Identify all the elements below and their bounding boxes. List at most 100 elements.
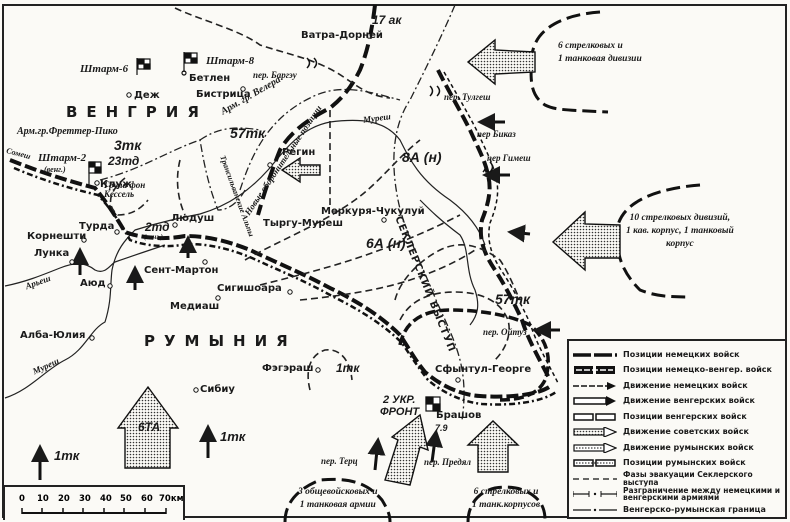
city-label: Сент-Мартон bbox=[144, 265, 219, 276]
pass-label: пер. Терц bbox=[321, 456, 358, 466]
country-label-romania: РУМЫНИЯ bbox=[144, 332, 297, 350]
date-label: 7.9 bbox=[435, 423, 448, 433]
salient-loop bbox=[398, 308, 550, 402]
scale-bar: 0 10 20 30 40 50 60 70км bbox=[3, 485, 185, 520]
hq-label: Штарм-2 bbox=[38, 152, 87, 164]
unit-label: 8А (н) bbox=[402, 149, 442, 165]
arrow-6ta bbox=[116, 385, 180, 469]
legend-item: Позиции венгерских войск bbox=[569, 409, 785, 425]
force-note: 3 общевойсковых и 1 танковая армии bbox=[298, 487, 378, 510]
arrow-east-center bbox=[551, 210, 621, 272]
legend-item: Движение румынских войск bbox=[569, 440, 785, 456]
hq-flag-front bbox=[425, 396, 441, 412]
pass-markers bbox=[306, 57, 494, 173]
unit-label: 23тд bbox=[108, 154, 140, 168]
army-group-label: Арм.гр.Фреттер-Пико bbox=[17, 126, 118, 137]
legend-item: Позиции немецких войск bbox=[569, 347, 785, 363]
hq-flag-6 bbox=[136, 58, 151, 75]
legend-item: Движение венгерских войск bbox=[569, 394, 785, 410]
arrow-regin bbox=[280, 156, 321, 184]
city-label: Корнешти bbox=[27, 231, 87, 242]
legend-item: Разграничение между немецкими и венгерск… bbox=[569, 487, 785, 503]
unit-label: 1тк bbox=[336, 361, 360, 375]
hq-flags bbox=[88, 52, 441, 412]
city-label: Клуж bbox=[100, 179, 132, 190]
unit-label: 57тк bbox=[230, 125, 266, 141]
romanian-movement-symbol bbox=[573, 442, 617, 453]
legend-item: Венгерско-румынская граница bbox=[569, 502, 785, 518]
force-note: 6 стрелковых и 1 танковая дивизии bbox=[558, 41, 642, 64]
soviet-force-brackets bbox=[283, 10, 701, 522]
unit-label: 1тк bbox=[220, 429, 246, 444]
city-label: Меркуря-Чукулуй bbox=[321, 206, 425, 217]
city-label: Сибиу bbox=[200, 384, 235, 395]
map-frame bbox=[2, 4, 787, 518]
city-label: Бистрица bbox=[196, 89, 251, 100]
city-label: Тыргу-Муреш bbox=[263, 218, 343, 229]
scale-tick: 0 bbox=[19, 494, 25, 504]
legend-item: Позиции немецко-венгер. войск bbox=[569, 363, 785, 379]
hq-label: Штарм-8 bbox=[206, 55, 255, 67]
city-label: Медиаш bbox=[170, 301, 220, 312]
city-label: Сигишоара bbox=[217, 283, 282, 294]
map-legend: Позиции немецких войск Позиции немецко-в… bbox=[567, 339, 787, 519]
force-note: 6 стрелковых и 1 танк.корпусов bbox=[472, 487, 541, 510]
country-label-hungary: ВЕНГРИЯ bbox=[66, 103, 208, 121]
soviet-movement-symbol bbox=[573, 427, 617, 438]
hungarian-movement-symbol bbox=[573, 396, 616, 407]
city-label: Брашов bbox=[436, 410, 482, 421]
scale-tick: 40 bbox=[100, 494, 112, 504]
pass-label: пер Биказ bbox=[477, 129, 516, 139]
legend-item: Движение немецких войск bbox=[569, 378, 785, 394]
unit-label: 3тк bbox=[114, 137, 142, 153]
city-label: Деж bbox=[134, 90, 160, 101]
city-label: Аюд bbox=[80, 278, 106, 289]
evacuation-phase-lines bbox=[109, 7, 521, 391]
city-label: Алба-Юлия bbox=[20, 330, 86, 341]
unit-label: 1тк bbox=[54, 448, 80, 463]
pass-label: пер Гимеш bbox=[487, 153, 531, 163]
rivers bbox=[4, 119, 486, 399]
scale-tick: 60 bbox=[141, 494, 153, 504]
scale-ruler bbox=[21, 508, 167, 514]
front-label: ФРОНТ bbox=[380, 406, 420, 418]
unit-label: 2тд bbox=[145, 220, 170, 234]
hq-flag-8 bbox=[181, 52, 198, 76]
city-label: Бетлен bbox=[189, 73, 231, 84]
scale-tick: 20 bbox=[58, 494, 70, 504]
arrow-east-north bbox=[466, 38, 536, 86]
scale-tick: 10 bbox=[37, 494, 49, 504]
hq-flag-2 bbox=[88, 161, 102, 185]
force-note: 10 стрелковых дивизий, 1 кав. корпус, 1 … bbox=[626, 213, 734, 249]
small-movement-arrows bbox=[31, 113, 560, 480]
pass-label: пер. Тулгеш bbox=[444, 92, 491, 102]
pass-label: пер. Предял bbox=[424, 457, 471, 467]
scale-tick: 50 bbox=[120, 494, 132, 504]
romanian-positions-symbol bbox=[573, 459, 616, 467]
legend-item: Фазы эвакуации Секлерского выступа bbox=[569, 471, 785, 487]
soviet-large-arrows bbox=[116, 38, 621, 486]
city-label: Людуш bbox=[171, 213, 215, 224]
legend-item: Позиции румынских войск bbox=[569, 456, 785, 472]
scale-tick: 70км bbox=[159, 494, 184, 504]
hq-sublabel: (венг.) bbox=[44, 165, 66, 174]
city-label: Турда bbox=[79, 221, 115, 232]
army-6ta-label: 6ТА bbox=[138, 420, 161, 434]
scale-tick: 30 bbox=[79, 494, 91, 504]
border-hungary-romania bbox=[99, 4, 465, 421]
unit-label: 6А (н) bbox=[366, 235, 406, 251]
pass-label: пер. Ойтуз bbox=[483, 327, 527, 337]
unit-label: 17 ак bbox=[372, 13, 402, 27]
german-hungarian-positions-symbol bbox=[574, 366, 615, 375]
arrow-south-west bbox=[384, 413, 429, 486]
german-movement-symbol bbox=[573, 381, 616, 390]
city-label: Сфынтул-Георге bbox=[435, 364, 532, 375]
unit-label: 57тк bbox=[495, 291, 531, 307]
front-positions bbox=[9, 4, 559, 406]
boundary-symbol bbox=[573, 491, 617, 498]
city-label: Лунка bbox=[34, 248, 70, 259]
city-label: Регин bbox=[282, 147, 316, 158]
unit-sublabel: (венг.) bbox=[144, 233, 163, 241]
german-positions-symbol bbox=[573, 353, 617, 357]
